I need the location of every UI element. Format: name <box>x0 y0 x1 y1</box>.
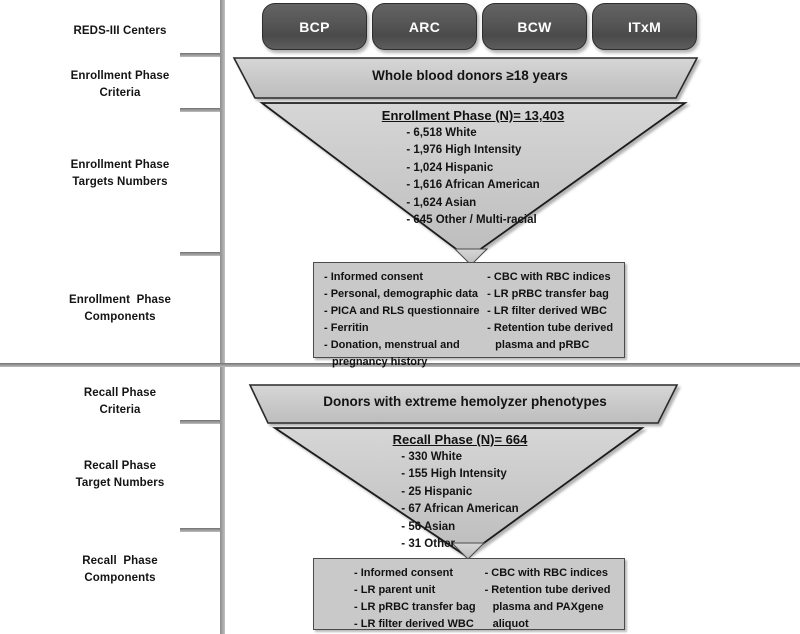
vertical-divider-upper <box>220 0 225 366</box>
row-label-enrollment-components-line1: Enrollment Phase <box>68 294 172 306</box>
list-item: - LR parent unit <box>354 584 436 597</box>
list-item: aliquot <box>492 618 529 631</box>
list-item: - CBC with RBC indices <box>487 271 611 283</box>
row-label-enrollment-targets-line2: Targets Numbers <box>72 175 168 188</box>
list-item: - LR filter derived WBC <box>354 618 474 631</box>
recall-components-right-list: - CBC with RBC indices - Retention tube … <box>485 565 620 633</box>
list-item: plasma and PAXgene <box>492 601 604 614</box>
list-item: - 67 African American <box>401 503 519 516</box>
list-item: - 1,976 High Intensity <box>406 144 522 157</box>
divider-phase-separator <box>0 363 800 367</box>
divider-recall-criteria-bottom <box>180 420 220 424</box>
center-box-itxm[interactable]: ITxM <box>592 3 697 50</box>
recall-components-left-column: - Informed consent - LR parent unit - LR… <box>354 565 485 630</box>
list-item: pregnancy history <box>332 356 428 369</box>
list-item: - PICA and RLS questionnaire <box>324 305 480 318</box>
recall-criteria-text: Donors with extreme hemolyzer phenotypes <box>323 394 607 409</box>
center-box-itxm-label: ITxM <box>627 18 662 35</box>
list-item: - Retention tube derived <box>484 584 611 597</box>
row-label-recall-targets-line2: Target Numbers <box>75 476 165 489</box>
list-item: - Donation, menstrual and <box>324 339 460 352</box>
list-item: - LR pRBC transfer bag <box>487 288 609 301</box>
list-item: - LR filter derived WBC <box>487 305 607 318</box>
list-item: - Personal, demographic data <box>324 288 479 301</box>
row-label-recall-criteria-line2: Criteria <box>99 403 141 416</box>
row-label-enrollment-criteria-line1: Enrollment Phase <box>70 70 170 82</box>
list-item: - 330 White <box>401 451 463 463</box>
recall-targets-title: Recall Phase (N)= 664 <box>392 432 528 447</box>
row-label-recall-components-line2: Components <box>84 571 156 584</box>
enrollment-components-left-list: - Informed consent - Personal, demograph… <box>324 269 487 371</box>
divider-enrollment-criteria-bottom <box>180 108 220 112</box>
vertical-divider-lower <box>220 366 225 634</box>
enrollment-components-box: - Informed consent - Personal, demograph… <box>313 262 625 368</box>
list-item: - LR pRBC transfer bag <box>354 601 476 614</box>
row-label-centers: REDS-III Centers <box>30 23 210 40</box>
row-label-centers-text: REDS-III Centers <box>73 25 167 37</box>
row-label-recall-criteria: Recall Phase Criteria <box>30 385 210 418</box>
center-box-arc-label: ARC <box>408 18 441 35</box>
center-box-bcp-label: BCP <box>299 18 330 35</box>
row-label-recall-criteria-line1: Recall Phase <box>83 387 157 399</box>
recall-components-right-column: - CBC with RBC indices - Retention tube … <box>485 565 620 630</box>
center-box-bcw-label: BCW <box>517 18 552 35</box>
divider-centers-bottom <box>180 53 220 57</box>
list-item: - Informed consent <box>324 271 424 283</box>
row-label-enrollment-targets: Enrollment Phase Targets Numbers <box>30 157 210 190</box>
recall-components-left-list: - Informed consent - LR parent unit - LR… <box>354 565 485 633</box>
list-item: - 1,616 African American <box>406 179 540 192</box>
list-item: - Informed consent <box>354 567 454 579</box>
row-label-enrollment-components: Enrollment Phase Components <box>30 292 210 325</box>
list-item: - CBC with RBC indices <box>484 567 609 579</box>
list-item: - Ferritin <box>324 322 369 335</box>
list-item: - 56 Asian <box>401 520 456 533</box>
enrollment-components-right-column: - CBC with RBC indices - LR pRBC transfe… <box>487 269 620 351</box>
list-item: - 31 Other <box>401 538 455 551</box>
divider-recall-targets-bottom <box>180 528 220 532</box>
row-label-recall-targets: Recall Phase Target Numbers <box>30 458 210 491</box>
row-label-recall-targets-line1: Recall Phase <box>83 460 157 472</box>
recall-components-box: - Informed consent - LR parent unit - LR… <box>313 558 625 630</box>
list-item: - 645 Other / Multi-racial <box>406 214 537 227</box>
row-label-enrollment-criteria: Enrollment Phase Criteria <box>30 68 210 101</box>
list-item: plasma and pRBC <box>495 339 590 352</box>
list-item: - 1,024 Hispanic <box>406 161 494 174</box>
recall-targets-block: Recall Phase (N)= 664 - 330 White - 155 … <box>290 432 630 554</box>
list-item: - 6,518 White <box>406 127 477 139</box>
list-item: - 25 Hispanic <box>401 485 473 498</box>
center-box-bcp[interactable]: BCP <box>262 3 367 50</box>
enrollment-targets-list: - 6,518 White - 1,976 High Intensity - 1… <box>406 125 539 230</box>
row-label-recall-components: Recall Phase Components <box>30 553 210 586</box>
enrollment-targets-title: Enrollment Phase (N)= 13,403 <box>381 108 565 123</box>
divider-enrollment-targets-bottom <box>180 252 220 256</box>
enrollment-criteria-text: Whole blood donors ≥18 years <box>372 68 568 83</box>
row-label-enrollment-targets-line1: Enrollment Phase <box>70 159 170 171</box>
center-box-arc[interactable]: ARC <box>372 3 477 50</box>
list-item: - Retention tube derived <box>487 322 614 335</box>
row-label-enrollment-criteria-line2: Criteria <box>99 86 141 99</box>
enrollment-components-right-list: - CBC with RBC indices - LR pRBC transfe… <box>487 269 620 354</box>
row-label-enrollment-components-line2: Components <box>84 310 156 323</box>
center-box-bcw[interactable]: BCW <box>482 3 587 50</box>
recall-targets-list: - 330 White - 155 High Intensity - 25 Hi… <box>401 449 518 554</box>
enrollment-components-left-column: - Informed consent - Personal, demograph… <box>324 269 487 368</box>
enrollment-targets-block: Enrollment Phase (N)= 13,403 - 6,518 Whi… <box>288 108 658 230</box>
row-label-recall-components-line1: Recall Phase <box>82 555 158 567</box>
list-item: - 1,624 Asian <box>406 196 477 209</box>
list-item: - 155 High Intensity <box>401 468 507 481</box>
